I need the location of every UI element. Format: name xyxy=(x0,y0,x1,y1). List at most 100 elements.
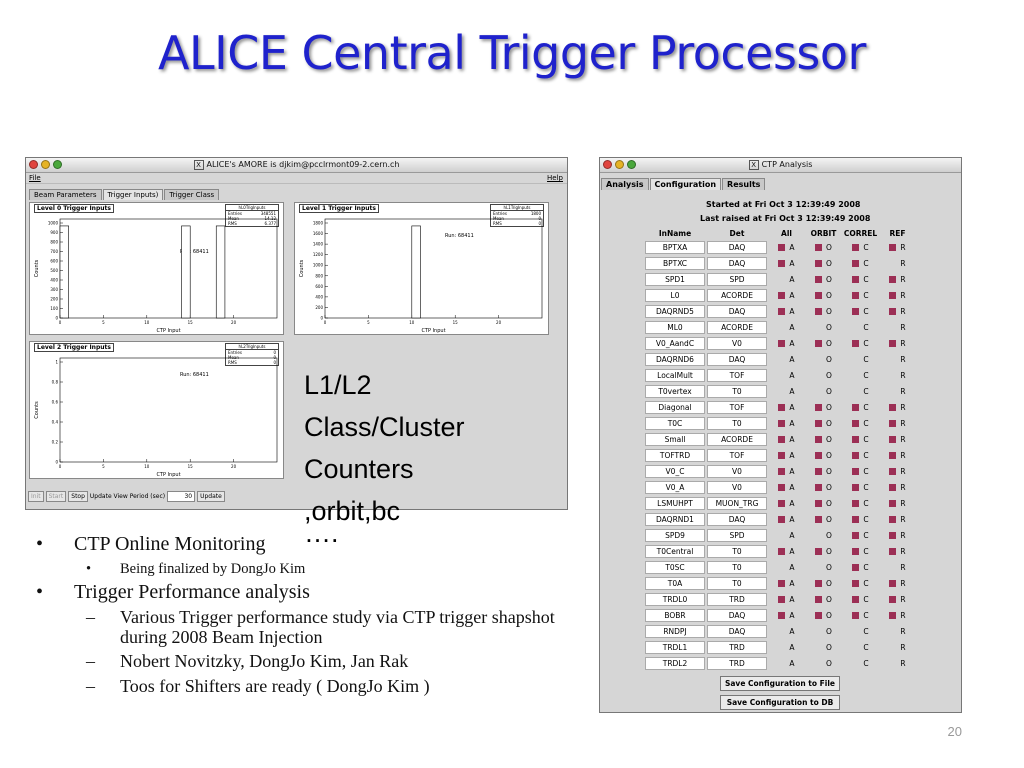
update-button[interactable]: Update xyxy=(197,490,225,502)
cell-det[interactable]: T0 xyxy=(707,544,767,558)
flag-toggle[interactable]: A xyxy=(769,355,804,364)
flag-toggle[interactable]: R xyxy=(880,515,915,524)
cell-det[interactable]: MUON_TRG xyxy=(707,496,767,510)
cell-det[interactable]: DAQ xyxy=(707,512,767,526)
cell-inname[interactable]: LocalMult xyxy=(645,368,705,382)
flag-toggle[interactable]: O xyxy=(806,339,841,348)
flag-toggle[interactable]: R xyxy=(880,483,915,492)
cell-det[interactable]: DAQ xyxy=(707,352,767,366)
tab-trigger-class[interactable]: Trigger Class xyxy=(164,189,220,200)
flag-toggle[interactable]: C xyxy=(843,643,878,652)
flag-toggle[interactable]: O xyxy=(806,515,841,524)
cell-inname[interactable]: V0_A xyxy=(645,480,705,494)
flag-toggle[interactable]: C xyxy=(843,531,878,540)
flag-toggle[interactable]: A xyxy=(769,339,804,348)
flag-toggle[interactable]: R xyxy=(880,291,915,300)
flag-toggle[interactable]: A xyxy=(769,563,804,572)
cell-inname[interactable]: T0Central xyxy=(645,544,705,558)
cell-det[interactable]: T0 xyxy=(707,576,767,590)
flag-toggle[interactable]: R xyxy=(880,563,915,572)
flag-toggle[interactable]: A xyxy=(769,419,804,428)
tab-results[interactable]: Results xyxy=(722,178,766,190)
flag-toggle[interactable]: O xyxy=(806,611,841,620)
cell-inname[interactable]: DAQRND5 xyxy=(645,304,705,318)
flag-toggle[interactable]: O xyxy=(806,659,841,668)
cell-inname[interactable]: L0 xyxy=(645,288,705,302)
flag-toggle[interactable]: O xyxy=(806,323,841,332)
flag-toggle[interactable]: R xyxy=(880,243,915,252)
cell-inname[interactable]: Diagonal xyxy=(645,400,705,414)
flag-toggle[interactable]: A xyxy=(769,387,804,396)
flag-toggle[interactable]: C xyxy=(843,419,878,428)
flag-toggle[interactable]: C xyxy=(843,307,878,316)
flag-toggle[interactable]: O xyxy=(806,387,841,396)
flag-toggle[interactable]: R xyxy=(880,435,915,444)
flag-toggle[interactable]: C xyxy=(843,515,878,524)
flag-toggle[interactable]: C xyxy=(843,435,878,444)
cell-det[interactable]: ACORDE xyxy=(707,288,767,302)
flag-toggle[interactable]: C xyxy=(843,275,878,284)
flag-toggle[interactable]: O xyxy=(806,483,841,492)
flag-toggle[interactable]: O xyxy=(806,243,841,252)
flag-toggle[interactable]: R xyxy=(880,275,915,284)
flag-toggle[interactable]: C xyxy=(843,579,878,588)
flag-toggle[interactable]: C xyxy=(843,499,878,508)
cell-inname[interactable]: TOFTRD xyxy=(645,448,705,462)
flag-toggle[interactable]: R xyxy=(880,659,915,668)
flag-toggle[interactable]: C xyxy=(843,259,878,268)
minimize-icon[interactable] xyxy=(41,160,50,169)
flag-toggle[interactable]: C xyxy=(843,243,878,252)
cell-det[interactable]: TOF xyxy=(707,368,767,382)
init-button[interactable]: Init xyxy=(28,490,44,502)
flag-toggle[interactable]: R xyxy=(880,579,915,588)
flag-toggle[interactable]: R xyxy=(880,339,915,348)
flag-toggle[interactable]: A xyxy=(769,275,804,284)
flag-toggle[interactable]: A xyxy=(769,595,804,604)
maximize-icon[interactable] xyxy=(627,160,636,169)
flag-toggle[interactable]: R xyxy=(880,355,915,364)
cell-det[interactable]: V0 xyxy=(707,336,767,350)
start-button[interactable]: Start xyxy=(45,490,67,502)
cell-det[interactable]: T0 xyxy=(707,416,767,430)
menu-file[interactable]: File xyxy=(29,174,41,182)
cell-det[interactable]: TOF xyxy=(707,400,767,414)
flag-toggle[interactable]: A xyxy=(769,627,804,636)
flag-toggle[interactable]: A xyxy=(769,371,804,380)
cell-det[interactable]: V0 xyxy=(707,480,767,494)
flag-toggle[interactable]: C xyxy=(843,339,878,348)
flag-toggle[interactable]: C xyxy=(843,371,878,380)
close-icon[interactable] xyxy=(603,160,612,169)
flag-toggle[interactable]: O xyxy=(806,595,841,604)
update-period-field[interactable]: 30 xyxy=(167,490,196,502)
flag-toggle[interactable]: R xyxy=(880,259,915,268)
cell-det[interactable]: TOF xyxy=(707,448,767,462)
flag-toggle[interactable]: O xyxy=(806,291,841,300)
flag-toggle[interactable]: A xyxy=(769,307,804,316)
cell-det[interactable]: SPD xyxy=(707,272,767,286)
cell-det[interactable]: DAQ xyxy=(707,256,767,270)
cell-inname[interactable]: T0SC xyxy=(645,560,705,574)
cell-det[interactable]: SPD xyxy=(707,528,767,542)
flag-toggle[interactable]: A xyxy=(769,483,804,492)
flag-toggle[interactable]: O xyxy=(806,467,841,476)
flag-toggle[interactable]: A xyxy=(769,579,804,588)
tab-analysis[interactable]: Analysis xyxy=(601,178,649,190)
cell-det[interactable]: ACORDE xyxy=(707,432,767,446)
flag-toggle[interactable]: R xyxy=(880,307,915,316)
flag-toggle[interactable]: R xyxy=(880,387,915,396)
cell-inname[interactable]: BPTXA xyxy=(645,240,705,254)
cell-inname[interactable]: BOBR xyxy=(645,608,705,622)
flag-toggle[interactable]: O xyxy=(806,499,841,508)
flag-toggle[interactable]: O xyxy=(806,259,841,268)
cell-det[interactable]: T0 xyxy=(707,560,767,574)
stop-button[interactable]: Stop xyxy=(68,490,88,502)
flag-toggle[interactable]: O xyxy=(806,435,841,444)
flag-toggle[interactable]: R xyxy=(880,643,915,652)
flag-toggle[interactable]: O xyxy=(806,627,841,636)
flag-toggle[interactable]: R xyxy=(880,419,915,428)
flag-toggle[interactable]: R xyxy=(880,451,915,460)
flag-toggle[interactable]: C xyxy=(843,467,878,476)
cell-inname[interactable]: Small xyxy=(645,432,705,446)
